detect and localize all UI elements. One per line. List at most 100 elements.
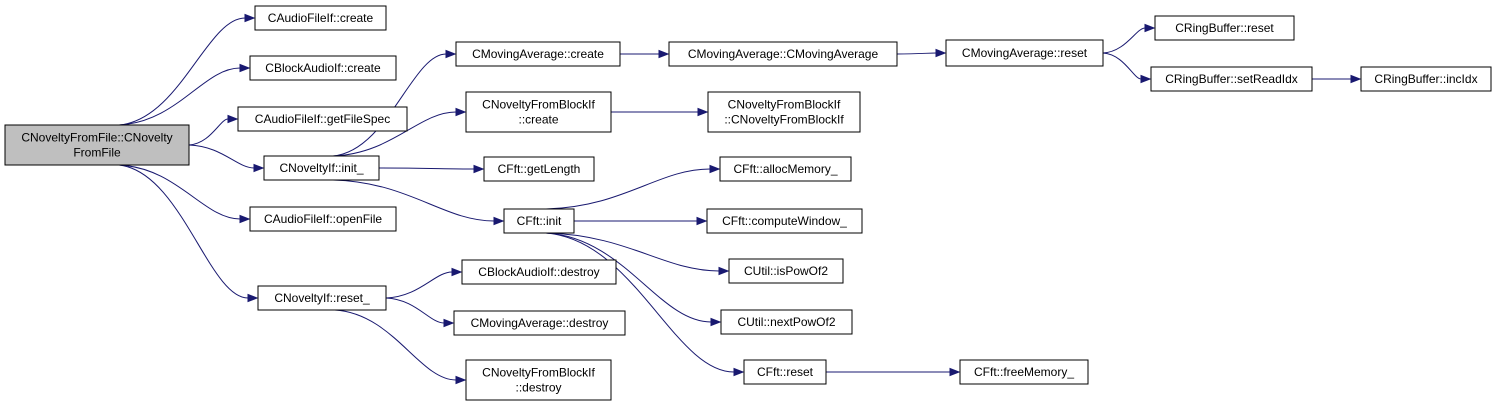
node-box: [945, 39, 1104, 67]
node-box: [483, 156, 595, 182]
node-rb-inc[interactable]: CRingBuffer::incIdx: [1360, 66, 1492, 92]
node-label: ::CNoveltyFromBlockIf: [724, 113, 844, 127]
node-label: CNoveltyFromBlockIf: [728, 98, 841, 112]
edge-reset-to-block-destroy: [385, 267, 463, 299]
arrowhead-icon: [658, 49, 670, 59]
edge-line: [119, 164, 249, 299]
arrowhead-icon: [493, 216, 505, 226]
edge-line: [545, 232, 712, 323]
node-rb-setread[interactable]: CRingBuffer::setReadIdx: [1150, 66, 1313, 92]
edge-line: [188, 144, 255, 169]
node-label: CNoveltyIf::init_: [279, 161, 363, 175]
node-ma-ctor[interactable]: CMovingAverage::CMovingAverage: [668, 41, 898, 67]
function-nodes: CNoveltyFromFile::CNoveltyFromFileCAudio…: [4, 5, 1492, 401]
edge-line: [188, 118, 229, 146]
edge-reset-to-nfb-destroy: [334, 309, 467, 385]
node-box: [1150, 66, 1313, 92]
edge-nfb-create-to-nfb-ctor: [611, 107, 709, 117]
node-allocmem[interactable]: CFft::allocMemory_: [719, 156, 852, 182]
node-freemem[interactable]: CFft::freeMemory_: [959, 359, 1089, 385]
edge-line: [1102, 27, 1146, 54]
arrowhead-icon: [935, 48, 947, 58]
node-audio-create[interactable]: CAudioFileIf::create: [254, 5, 387, 31]
node-ispow2[interactable]: CUtil::isPowOf2: [728, 258, 844, 284]
edge-init-to-nfb-create: [332, 107, 467, 157]
call-edges: [119, 13, 1362, 385]
node-label: CUtil::nextPowOf2: [737, 315, 835, 329]
edge-line: [332, 111, 457, 157]
arrowhead-icon: [227, 114, 239, 124]
edge-line: [119, 17, 246, 126]
node-openfile[interactable]: CAudioFileIf::openFile: [249, 206, 397, 232]
node-label: CFft::init: [517, 214, 562, 228]
arrowhead-icon: [718, 266, 730, 276]
node-init[interactable]: CNoveltyIf::init_: [263, 155, 380, 181]
arrowhead-icon: [1350, 74, 1362, 84]
node-computewin[interactable]: CFft::computeWindow_: [706, 208, 863, 234]
node-reset[interactable]: CNoveltyIf::reset_: [257, 285, 387, 311]
arrowhead-icon: [247, 293, 259, 303]
edge-fft-init-to-ispow2: [545, 232, 730, 276]
node-box: [237, 106, 408, 132]
edge-rb-setread-to-rb-inc: [1312, 74, 1362, 84]
node-root[interactable]: CNoveltyFromFile::CNoveltyFromFile: [4, 124, 190, 166]
node-label: CAudioFileIf::create: [268, 11, 374, 25]
node-fft-init[interactable]: CFft::init: [503, 208, 575, 234]
arrowhead-icon: [445, 49, 457, 59]
arrowhead-icon: [244, 13, 256, 23]
node-getlength[interactable]: CFft::getLength: [483, 156, 595, 182]
node-box: [465, 359, 612, 401]
edge-root-to-audio-create: [119, 13, 256, 126]
node-box: [1360, 66, 1492, 92]
node-box: [465, 91, 612, 133]
node-label: CFft::getLength: [498, 162, 581, 176]
arrowhead-icon: [1140, 74, 1152, 84]
node-label: CAudioFileIf::getFileSpec: [255, 112, 390, 126]
node-label: CNoveltyFromBlockIf: [482, 98, 595, 112]
node-nfb-ctor[interactable]: CNoveltyFromBlockIf::CNoveltyFromBlockIf: [707, 91, 861, 133]
arrowhead-icon: [455, 375, 467, 385]
node-rb-reset[interactable]: CRingBuffer::reset: [1154, 15, 1295, 41]
node-box: [461, 259, 617, 285]
edge-line: [334, 309, 457, 381]
node-box: [668, 41, 898, 67]
edge-root-to-block-create: [119, 63, 251, 126]
node-nextpow2[interactable]: CUtil::nextPowOf2: [720, 309, 853, 335]
edge-line: [332, 179, 495, 222]
arrowhead-icon: [451, 267, 463, 277]
node-ma-create[interactable]: CMovingAverage::create: [455, 41, 621, 67]
node-label: ::destroy: [515, 381, 561, 395]
arrowhead-icon: [455, 107, 467, 117]
node-label: CFft::computeWindow_: [722, 214, 847, 228]
edge-ma-create-to-ma-ctor: [620, 49, 670, 59]
node-box: [455, 41, 621, 67]
arrowhead-icon: [949, 367, 961, 377]
node-block-create[interactable]: CBlockAudioIf::create: [249, 55, 397, 81]
node-fft-reset[interactable]: CFft::reset: [743, 359, 827, 385]
edge-init-to-getlength: [378, 164, 485, 174]
node-label: CMovingAverage::reset: [962, 46, 1088, 60]
edge-line: [545, 168, 711, 210]
node-box: [707, 91, 861, 133]
arrowhead-icon: [443, 318, 455, 328]
edge-line: [545, 232, 720, 272]
node-block-destroy[interactable]: CBlockAudioIf::destroy: [461, 259, 617, 285]
node-ma-reset[interactable]: CMovingAverage::reset: [945, 39, 1104, 67]
edge-line: [332, 53, 447, 157]
edge-line: [119, 164, 241, 220]
node-getfilespec[interactable]: CAudioFileIf::getFileSpec: [237, 106, 408, 132]
node-label: ::create: [518, 113, 558, 127]
arrowhead-icon: [239, 63, 251, 73]
node-box: [503, 208, 575, 234]
node-nfb-destroy[interactable]: CNoveltyFromBlockIf::destroy: [465, 359, 612, 401]
edge-root-to-getfilespec: [188, 114, 239, 146]
node-box: [743, 359, 827, 385]
node-box: [257, 285, 387, 311]
node-label: CNoveltyFromBlockIf: [482, 366, 595, 380]
node-nfb-create[interactable]: CNoveltyFromBlockIf::create: [465, 91, 612, 133]
edge-ma-reset-to-rb-reset: [1102, 23, 1156, 54]
node-ma-destroy[interactable]: CMovingAverage::destroy: [453, 310, 626, 336]
edge-fft-init-to-allocmem: [545, 164, 721, 210]
edge-line: [385, 271, 453, 299]
